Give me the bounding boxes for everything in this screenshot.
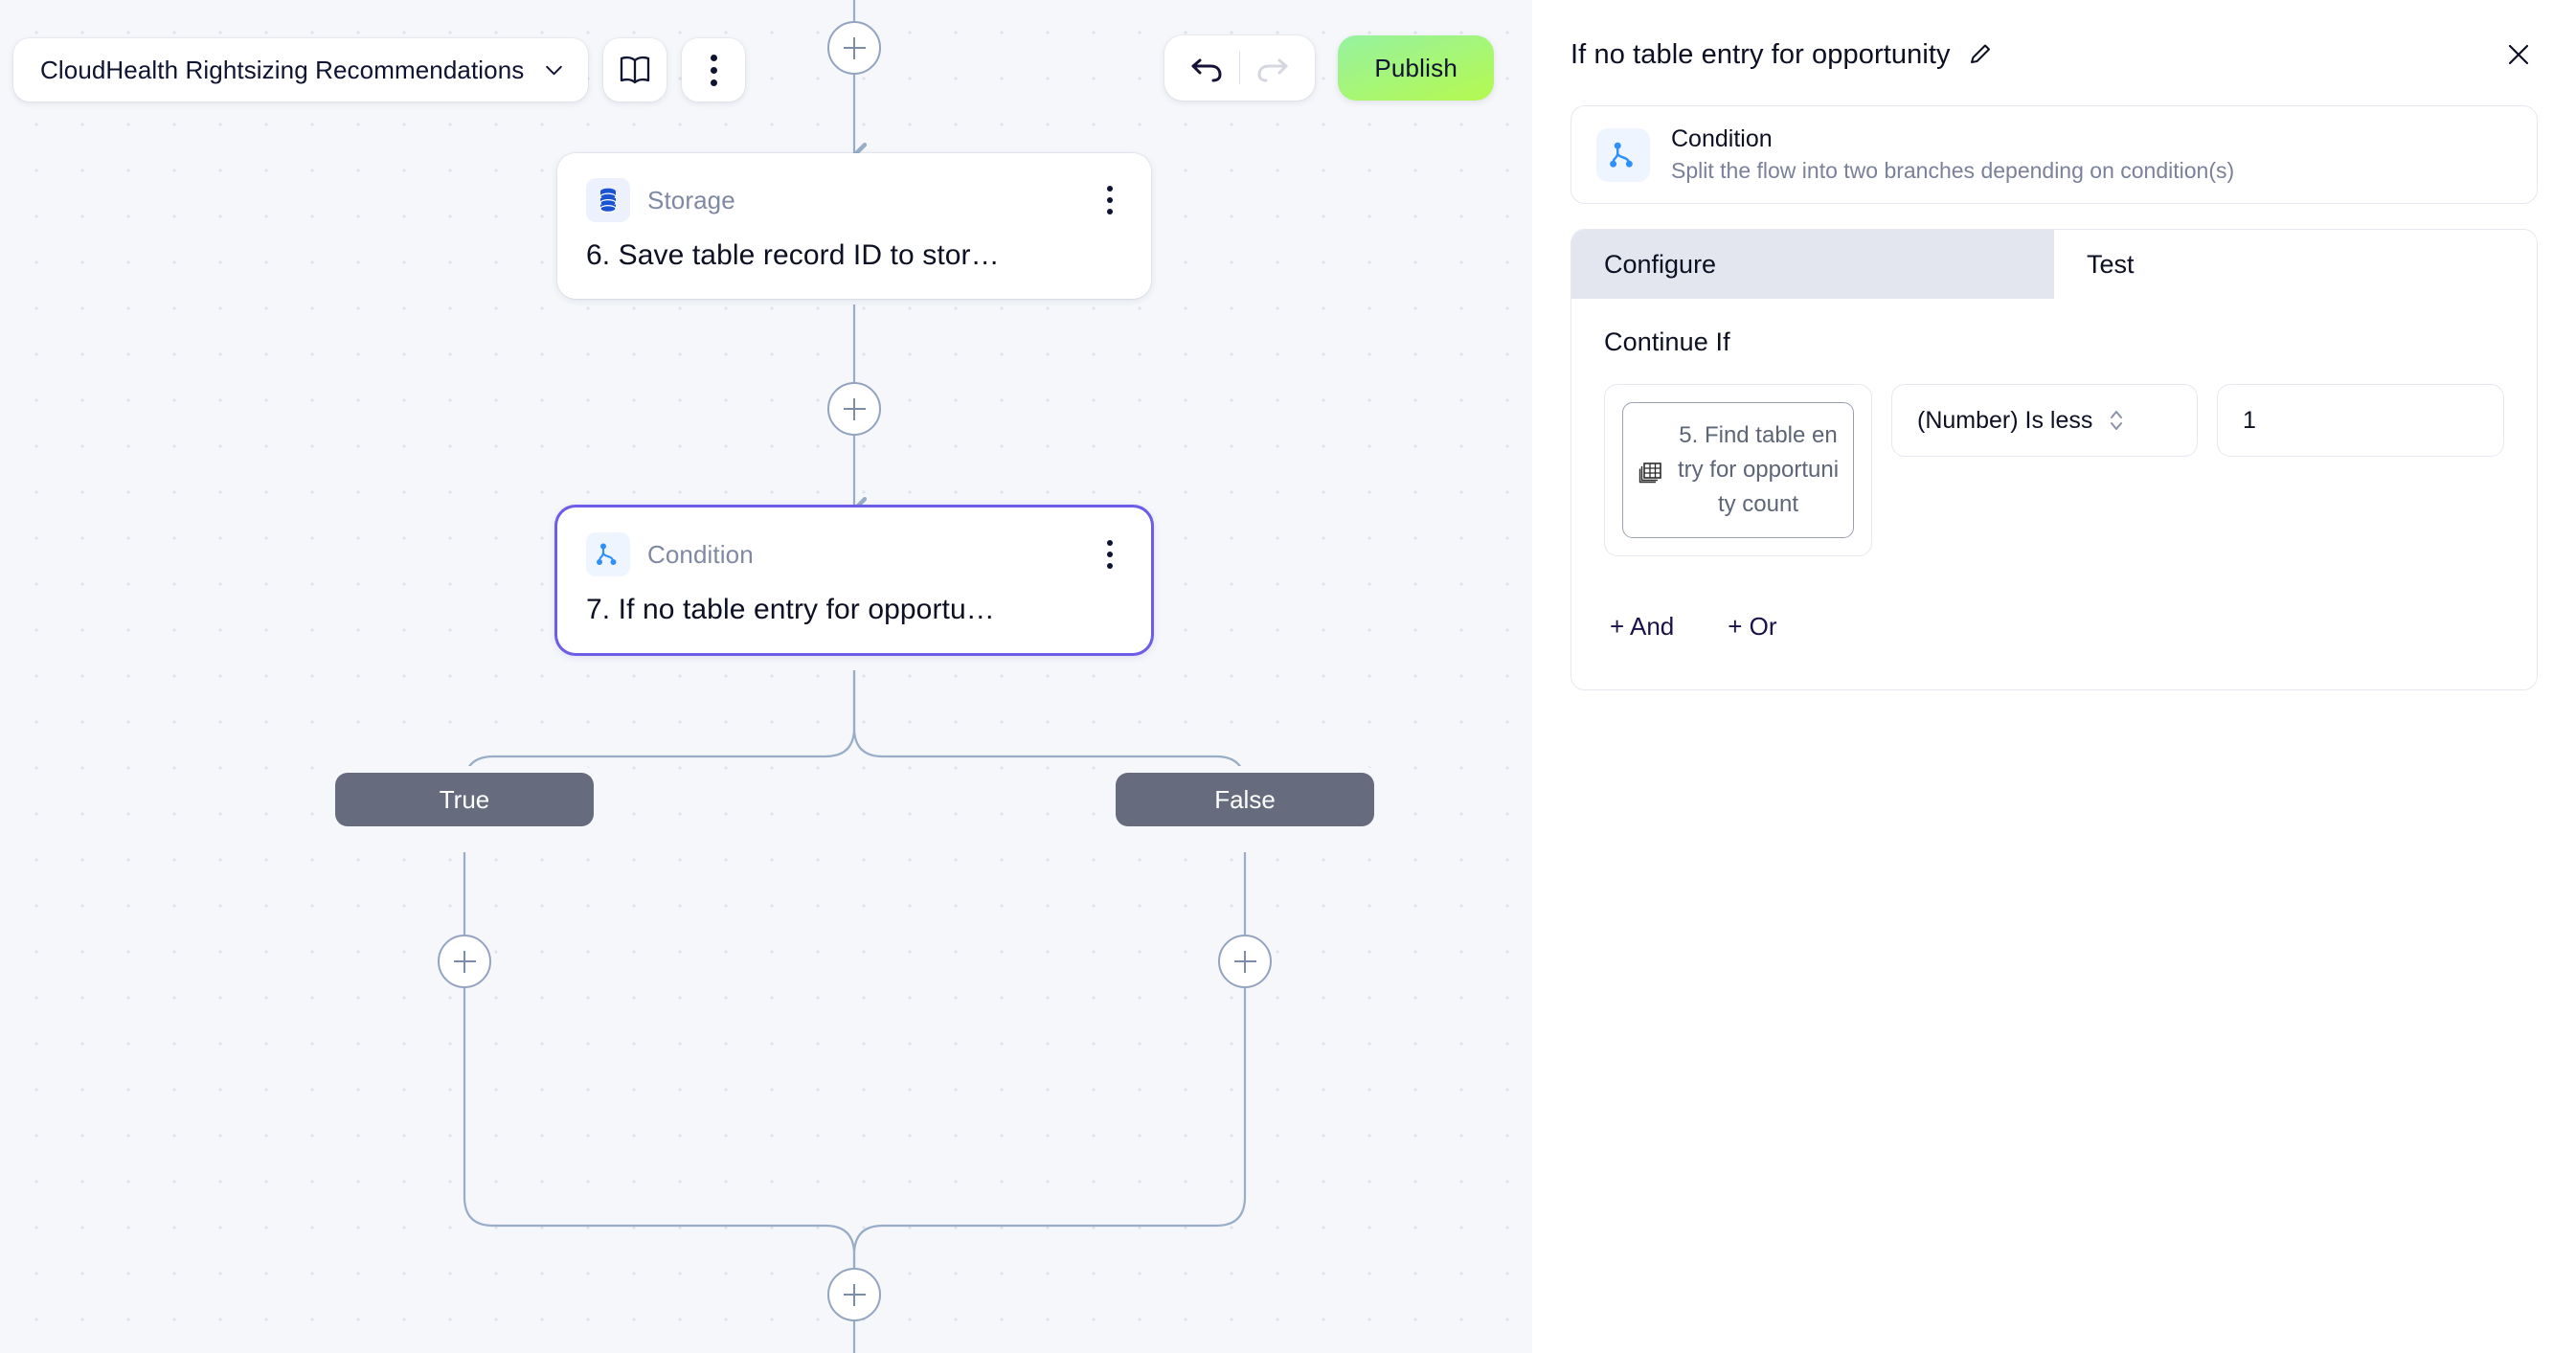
- book-icon: [621, 56, 650, 84]
- canvas-toolbar-left: CloudHealth Rightsizing Recommendations: [13, 38, 746, 101]
- variable-chip-label: 5. Find table entry for opportunity coun…: [1677, 422, 1840, 517]
- documentation-button[interactable]: [603, 38, 667, 101]
- continue-if-label: Continue If: [1604, 327, 1730, 356]
- add-and-condition-button[interactable]: + And: [1604, 608, 1680, 645]
- undo-button[interactable]: [1174, 35, 1239, 101]
- node-more-options-button[interactable]: [1097, 182, 1123, 219]
- logic-buttons: + And + Or: [1604, 608, 2504, 645]
- condition-operator-select[interactable]: (Number) Is less: [1891, 384, 2198, 457]
- node-header: Condition: [586, 532, 1122, 576]
- flow-canvas[interactable]: CloudHealth Rightsizing Recommendations: [0, 0, 1532, 1353]
- add-step-plus-merge[interactable]: [827, 1268, 881, 1321]
- add-step-plus-true-branch[interactable]: [438, 935, 491, 988]
- canvas-toolbar-right: Publish: [1164, 35, 1494, 101]
- flow-node-storage[interactable]: Storage 6. Save table record ID to stor…: [557, 153, 1151, 299]
- node-type-label: Condition: [647, 539, 754, 569]
- tab-test[interactable]: Test: [2054, 230, 2537, 299]
- branch-label-true[interactable]: True: [335, 773, 594, 826]
- config-card: Configure Test Continue If: [1570, 229, 2538, 690]
- node-title: 7. If no table entry for opportu…: [586, 594, 995, 625]
- panel-tabs: Configure Test: [1571, 230, 2537, 299]
- database-icon: [586, 178, 630, 222]
- panel-title: If no table entry for opportunity: [1570, 38, 1951, 70]
- add-or-condition-button[interactable]: + Or: [1722, 608, 1782, 645]
- node-info-card: Condition Split the flow into two branch…: [1570, 105, 2538, 204]
- condition-row: 5. Find table entry for opportunity coun…: [1604, 384, 2504, 556]
- toolbar-divider: [1239, 52, 1241, 84]
- history-controls: [1164, 35, 1316, 101]
- node-config-panel: If no table entry for opportunity: [1532, 0, 2576, 1353]
- tab-configure[interactable]: Configure: [1571, 230, 2054, 299]
- node-more-options-button[interactable]: [1097, 536, 1123, 574]
- close-icon[interactable]: [2499, 35, 2538, 74]
- flow-node-condition[interactable]: Condition 7. If no table entry for oppor…: [557, 507, 1151, 653]
- branch-label-false[interactable]: False: [1116, 773, 1374, 826]
- add-step-plus-middle[interactable]: [827, 382, 881, 436]
- chevron-updown-icon: [2111, 411, 2123, 430]
- node-header: Storage: [586, 178, 1122, 222]
- publish-button[interactable]: Publish: [1338, 35, 1494, 101]
- flow-more-options-button[interactable]: [682, 38, 746, 101]
- undo-icon: [1191, 58, 1222, 82]
- flow-name-label: CloudHealth Rightsizing Recommendations: [40, 55, 525, 84]
- branch-icon: [586, 532, 630, 576]
- redo-icon: [1257, 58, 1288, 82]
- config-body: Continue If 5. Find table entry for oppo…: [1571, 299, 2537, 689]
- flow-name-dropdown[interactable]: CloudHealth Rightsizing Recommendations: [13, 38, 589, 101]
- condition-value-input[interactable]: [2217, 384, 2504, 457]
- node-type-label: Storage: [647, 185, 735, 214]
- branch-icon: [1596, 127, 1650, 182]
- table-icon: [1638, 462, 1661, 484]
- redo-button[interactable]: [1240, 35, 1305, 101]
- node-info-description: Split the flow into two branches dependi…: [1671, 158, 2235, 183]
- node-info-name: Condition: [1671, 125, 1773, 152]
- add-step-plus-top[interactable]: [827, 21, 881, 75]
- chevron-down-icon: [546, 65, 563, 75]
- node-title: 6. Save table record ID to stor…: [586, 239, 1000, 271]
- panel-header: If no table entry for opportunity: [1570, 33, 2538, 77]
- condition-operator-label: (Number) Is less: [1917, 406, 2093, 434]
- pencil-icon[interactable]: [1968, 42, 1993, 67]
- node-info-text: Condition Split the flow into two branch…: [1671, 125, 2234, 184]
- add-step-plus-false-branch[interactable]: [1218, 935, 1272, 988]
- condition-variable-box[interactable]: 5. Find table entry for opportunity coun…: [1604, 384, 1872, 556]
- variable-chip[interactable]: 5. Find table entry for opportunity coun…: [1622, 402, 1854, 538]
- more-vertical-icon: [710, 54, 717, 86]
